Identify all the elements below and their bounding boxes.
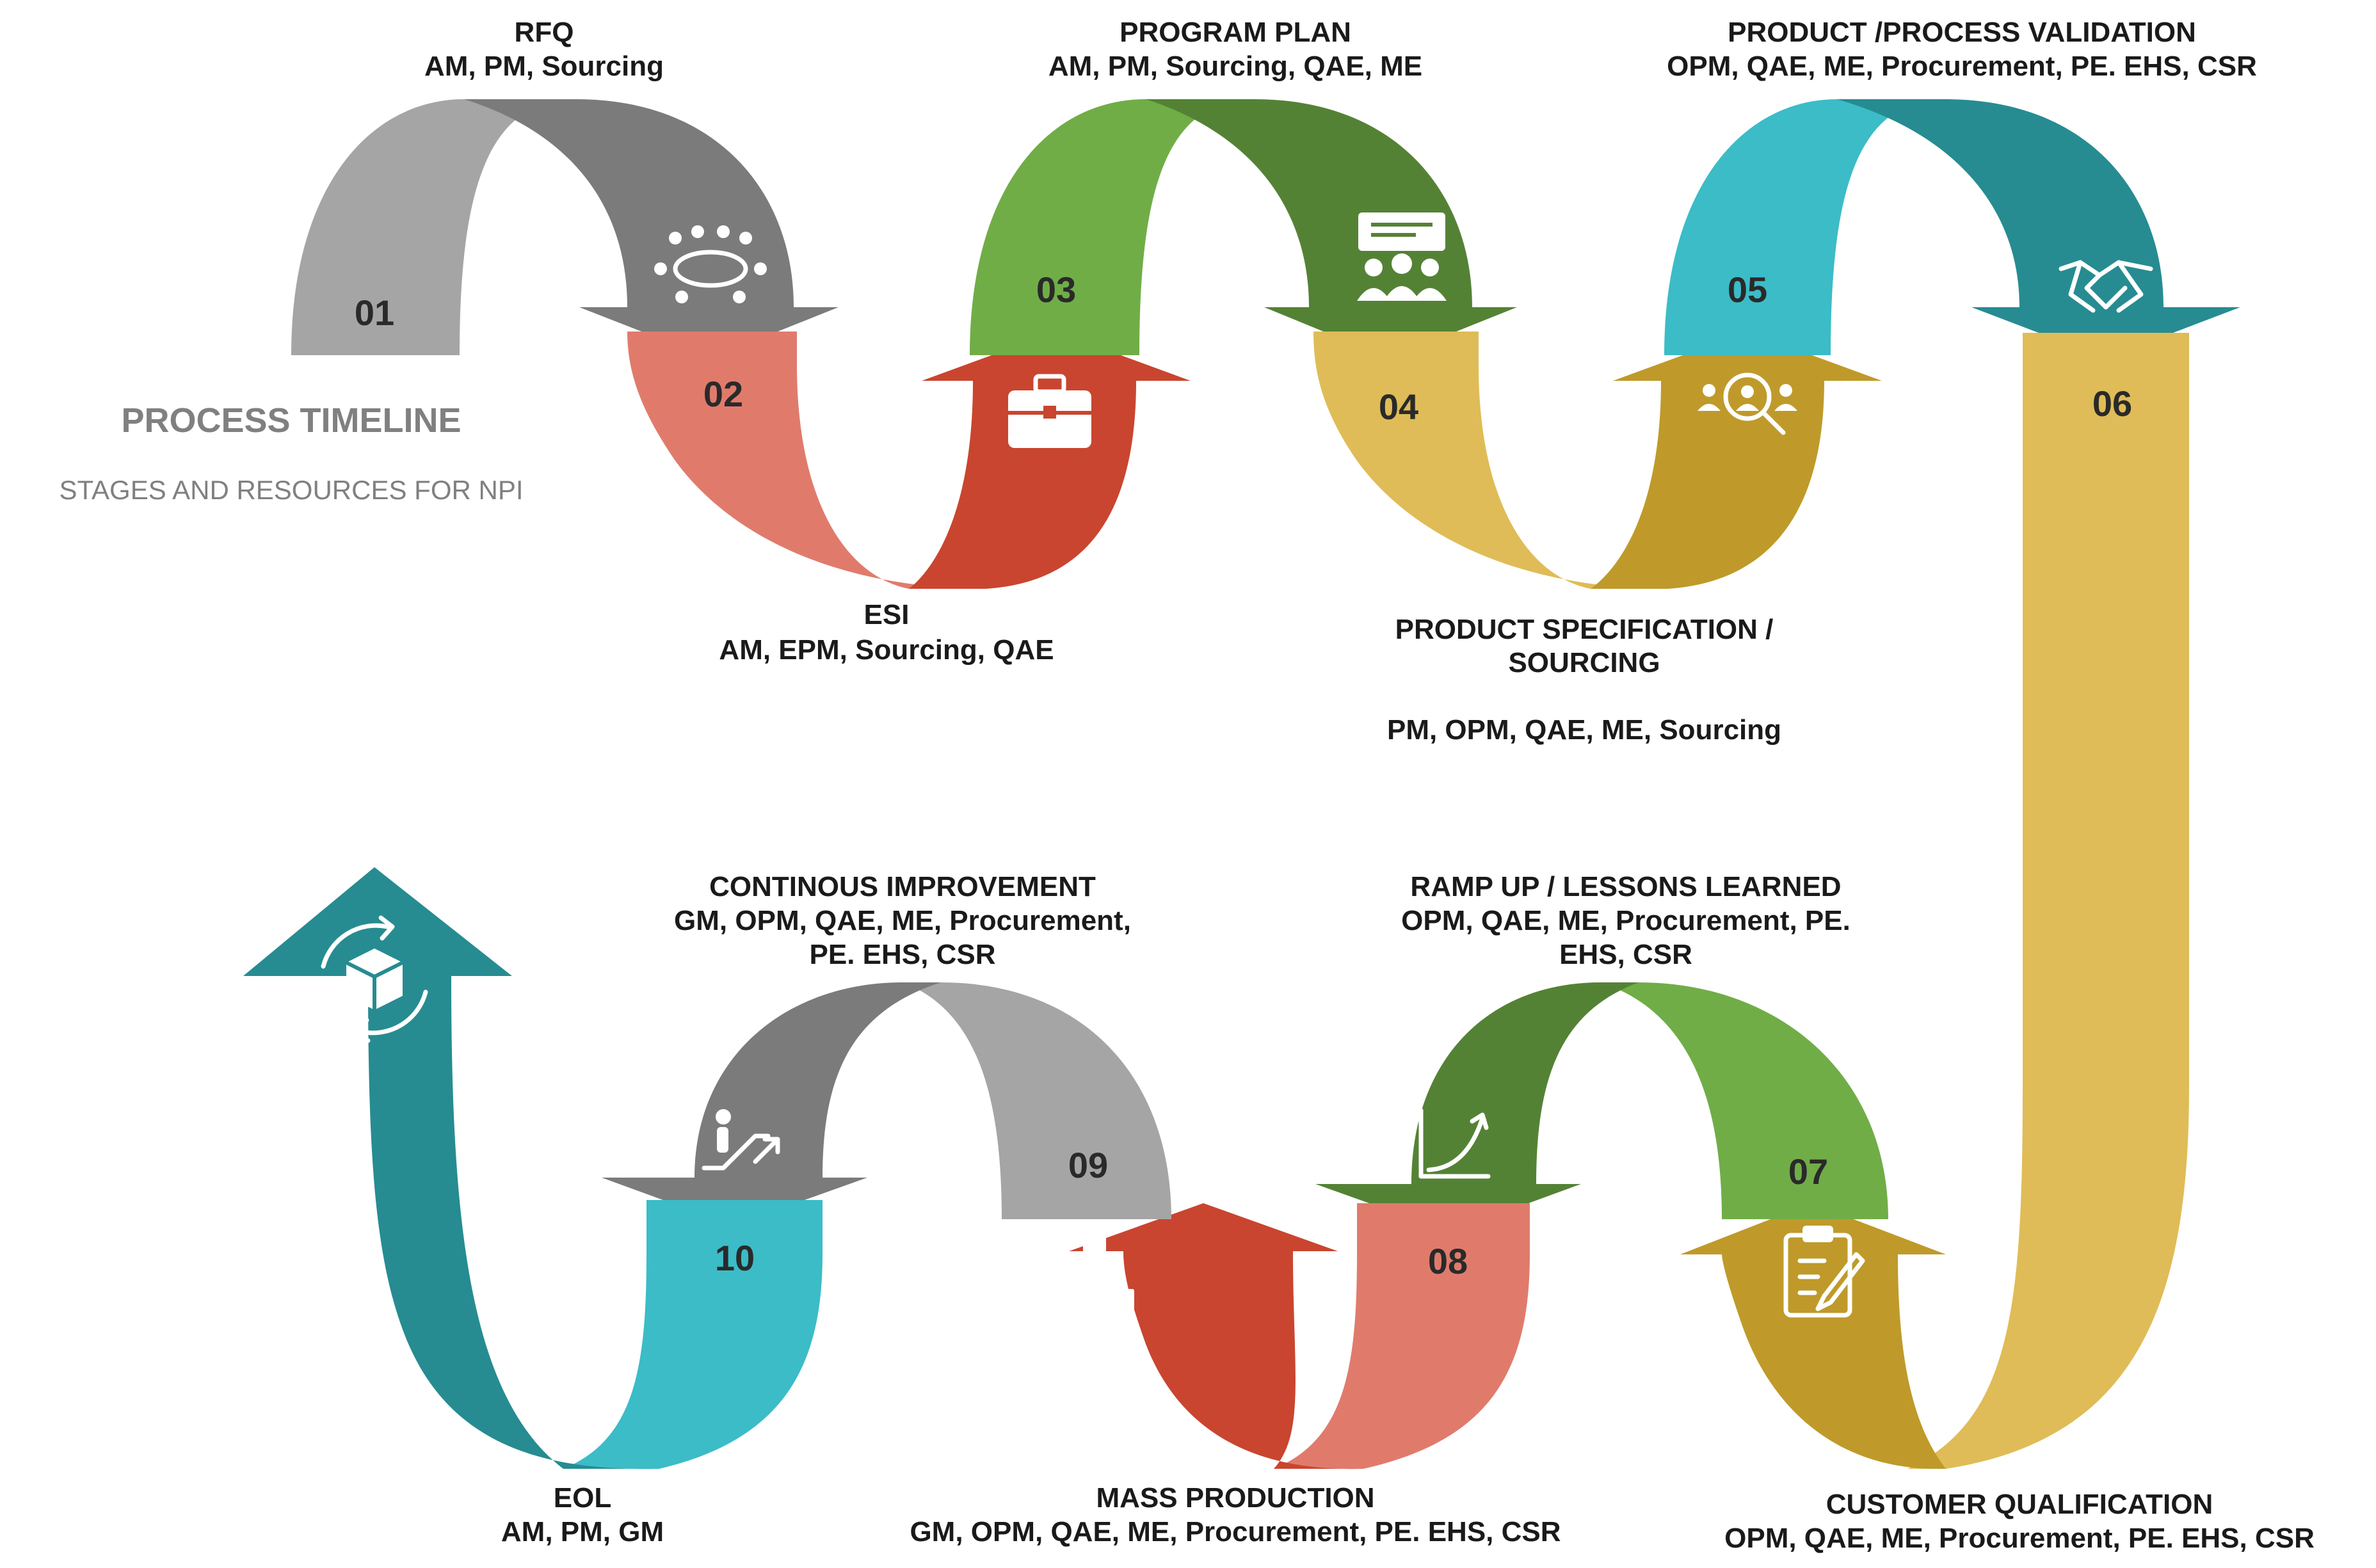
page-title: PROCESS TIMELINE [121, 401, 461, 440]
stage-05-resources: OPM, QAE, ME, Procurement, PE. EHS, CSR [1667, 51, 2257, 82]
stage-08-arc-dark [1315, 982, 1639, 1232]
stage-05-title: PRODUCT /PROCESS VALIDATION [1728, 17, 2196, 48]
escalator-icon [702, 1109, 780, 1171]
presentation-team-icon [1357, 212, 1447, 301]
stage-04-resources: PM, OPM, QAE, ME, Sourcing [1387, 714, 1781, 746]
stage-05-number: 05 [1728, 269, 1767, 310]
stage-04-arc-dark [1591, 332, 1882, 589]
eol-title: EOL [554, 1482, 611, 1514]
briefcase-icon [1008, 374, 1091, 448]
stage-04-number: 04 [1379, 387, 1418, 427]
stage-02-arc [627, 332, 986, 589]
stage-09-arc-dark [1069, 1203, 1363, 1469]
stage-03-title: PROGRAM PLAN [1120, 17, 1351, 48]
stage-10-title: CONTINOUS IMPROVEMENT [709, 871, 1096, 902]
stage-01-arc-dark [464, 99, 839, 358]
stage-01-number: 01 [355, 292, 394, 333]
stage-10-resources-line1: GM, OPM, QAE, ME, Procurement, [674, 905, 1131, 936]
boxes-icon [1055, 1235, 1134, 1312]
stage-05-arc-dark [1837, 99, 2240, 358]
stage-08-title: RAMP UP / LESSONS LEARNED [1410, 871, 1841, 902]
stage-03-resources: AM, PM, Sourcing, QAE, ME [1048, 51, 1422, 82]
meeting-table-icon [654, 225, 767, 303]
stage-03-arc [970, 99, 1255, 355]
stage-09-arc [903, 982, 1171, 1219]
eol-arrow [243, 867, 659, 1469]
stage-07-resources: OPM, QAE, ME, Procurement, PE. EHS, CSR [1724, 1523, 2315, 1554]
stage-10-number: 10 [715, 1238, 755, 1278]
stage-01-title: RFQ [515, 17, 574, 48]
eol-resources: AM, PM, GM [501, 1516, 664, 1548]
stage-07-arc-dark [1680, 1203, 1946, 1469]
stage-07-number: 07 [1788, 1151, 1828, 1192]
stage-04-title: PRODUCT SPECIFICATION / [1395, 614, 1774, 645]
stage-05-arc [1664, 99, 1946, 355]
page-subtitle: STAGES AND RESOURCES FOR NPI [59, 475, 523, 505]
search-people-icon [1698, 372, 1797, 435]
stage-09-title: MASS PRODUCTION [1096, 1482, 1374, 1514]
stage-02-resources: AM, EPM, Sourcing, QAE [719, 634, 1054, 666]
stage-03-number: 03 [1036, 269, 1076, 310]
stage-08-arc [1274, 1203, 1530, 1469]
stage-02-title: ESI [864, 599, 910, 630]
stage-08-number: 08 [1428, 1241, 1468, 1281]
stage-04-arc [1313, 332, 1667, 589]
stage-08-resources-line2: EHS, CSR [1559, 939, 1692, 970]
stage-01-arc [291, 99, 576, 355]
stage-09-resources: GM, OPM, QAE, ME, Procurement, PE. EHS, … [910, 1516, 1561, 1548]
stage-03-arc-dark [1146, 99, 1517, 358]
handshake-icon [2059, 260, 2153, 313]
stage-10-resources-line2: PE. EHS, CSR [810, 939, 996, 970]
stage-07-title: CUSTOMER QUALIFICATION [1826, 1489, 2213, 1520]
recycle-box-icon [321, 915, 428, 1043]
growth-chart-icon [1418, 1108, 1491, 1179]
stage-01-resources: AM, PM, Sourcing [424, 51, 664, 82]
stage-07-arc [1600, 982, 1888, 1219]
stage-06-number: 06 [2092, 383, 2132, 424]
stage-10-arc-dark [602, 982, 941, 1226]
stage-06-ribbon [1907, 333, 2189, 1469]
stage-09-number: 09 [1068, 1145, 1108, 1185]
stage-02-arc-dark [909, 332, 1191, 589]
stage-10-arc [563, 1200, 823, 1469]
clipboard-icon [1783, 1226, 1865, 1318]
stage-08-resources-line1: OPM, QAE, ME, Procurement, PE. [1401, 905, 1850, 936]
stage-02-number: 02 [703, 374, 743, 414]
stage-04-title-line2: SOURCING [1508, 647, 1660, 678]
